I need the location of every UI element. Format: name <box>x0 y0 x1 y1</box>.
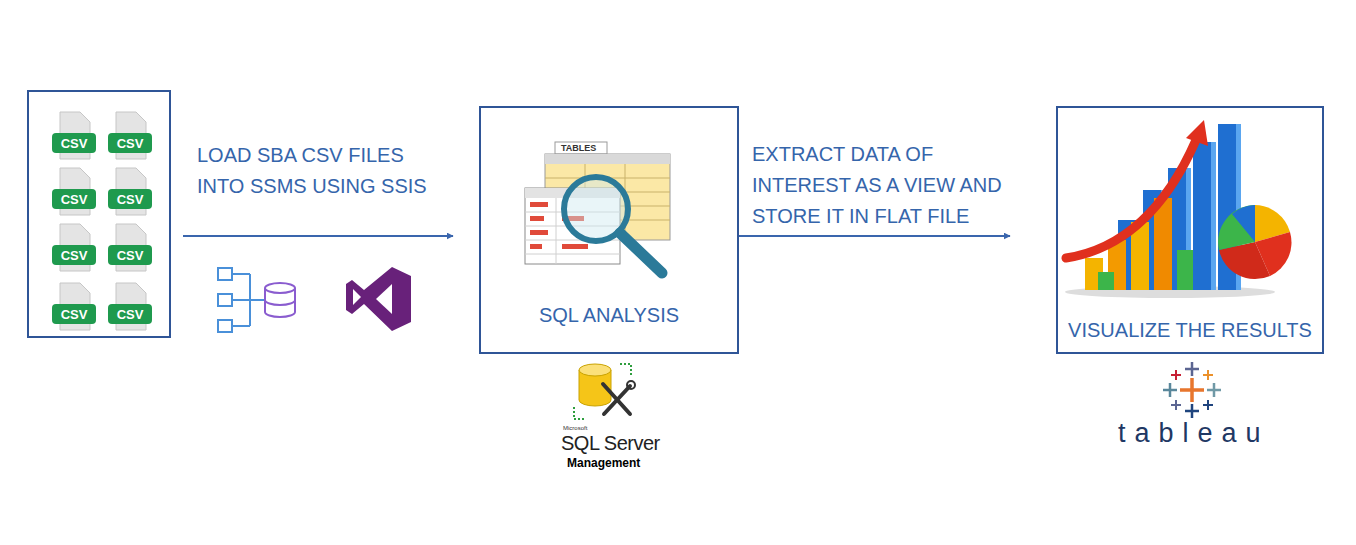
sql-server-logo <box>574 364 635 419</box>
csv-file-badge: CSV <box>52 189 96 209</box>
tableau-logo-part <box>1171 400 1181 410</box>
tableau-logo-part <box>1207 383 1221 397</box>
file-type-label: CSV <box>117 137 144 150</box>
ssis-icon-part <box>265 288 295 317</box>
visual-studio-logo-part <box>346 267 411 331</box>
file-type-label: CSV <box>117 308 144 321</box>
chart-illustration-part <box>1218 205 1255 250</box>
step-description: LOAD SBA CSV FILES INTO SSMS USING SSIS <box>197 140 442 202</box>
file-type-label: CSV <box>117 193 144 206</box>
chart-illustration-part <box>1066 140 1196 258</box>
chart-illustration-part <box>1177 250 1193 290</box>
tables-illustration-part <box>530 230 548 235</box>
chart-illustration-part <box>1193 142 1211 290</box>
tables-illustration-part <box>562 244 588 249</box>
file-type-label: CSV <box>61 249 88 262</box>
file-type-label: CSV <box>61 308 88 321</box>
tables-illustration <box>525 142 670 273</box>
tableau-logo-part <box>1203 370 1213 380</box>
csv-document <box>60 112 146 330</box>
tables-illustration-part <box>620 233 662 273</box>
visual-studio-logo-part <box>376 284 392 314</box>
sql-server-logo-part <box>579 364 611 376</box>
chart-illustration-part <box>1098 272 1114 290</box>
ssis-icon-part <box>218 294 232 306</box>
sql-server-logo-part <box>603 384 630 414</box>
file-type-label: CSV <box>61 193 88 206</box>
flow-arrow <box>183 235 453 237</box>
ssis-icon <box>218 268 295 332</box>
box-title: SQL ANALYSIS <box>539 303 679 327</box>
chart-illustration <box>1065 120 1291 298</box>
tables-illustration-part <box>555 142 607 154</box>
file-type-label: CSV <box>61 137 88 150</box>
tableau-logo-part <box>1185 362 1199 376</box>
chart-illustration-part <box>1118 124 1236 290</box>
logo-text: SQL Server <box>561 431 660 455</box>
visual-studio-logo <box>346 267 411 331</box>
tableau-logo-part <box>1180 378 1204 402</box>
logo-text: Management <box>567 456 640 470</box>
chart-illustration-part <box>1186 120 1208 146</box>
file-type-label: CSV <box>117 249 144 262</box>
ssis-icon-part <box>232 274 264 326</box>
sql-server-logo-part <box>620 364 631 376</box>
ssis-icon-part <box>218 320 232 332</box>
sql-server-logo-part <box>604 386 630 414</box>
tableau-logo-part <box>1163 383 1177 397</box>
tables-illustration-part <box>530 216 544 221</box>
csv-file-badge: CSV <box>52 245 96 265</box>
logo-text: tableau <box>1118 417 1270 449</box>
process-box: SQL ANALYSIS <box>479 106 739 354</box>
ssis-icon-part <box>265 283 295 293</box>
logo-text: TABLES <box>561 143 596 154</box>
logo-text: Microsoft <box>563 425 587 432</box>
tableau-logo-part <box>1171 370 1181 380</box>
csv-file-badge: CSV <box>108 304 152 324</box>
csv-file-badge: CSV <box>108 133 152 153</box>
tables-illustration-part <box>545 154 670 164</box>
process-box: VISUALIZE THE RESULTS <box>1056 106 1324 354</box>
csv-file-badge: CSV <box>52 133 96 153</box>
step-description: EXTRACT DATA OF INTEREST AS A VIEW AND S… <box>752 139 1024 232</box>
process-box: CSV CSV CSV CSV CSV CSV CSV CSV <box>27 90 171 338</box>
chart-illustration-part <box>1232 205 1255 242</box>
tables-illustration-part <box>530 202 548 207</box>
csv-file-badge: CSV <box>52 304 96 324</box>
box-title: VISUALIZE THE RESULTS <box>1068 318 1312 342</box>
visual-studio-logo-part <box>353 289 361 305</box>
csv-file-badge: CSV <box>108 189 152 209</box>
ssis-icon-part <box>218 268 232 280</box>
tableau-logo-part <box>1203 400 1213 410</box>
csv-file-badge: CSV <box>108 245 152 265</box>
sql-server-logo-part <box>574 407 586 419</box>
chart-illustration-part <box>1211 142 1216 290</box>
tableau-logo-part <box>1185 404 1199 418</box>
tableau-logo <box>1163 362 1221 418</box>
tables-illustration-part <box>530 244 542 249</box>
flow-arrow <box>739 235 1010 237</box>
sql-server-logo-part <box>627 381 635 389</box>
